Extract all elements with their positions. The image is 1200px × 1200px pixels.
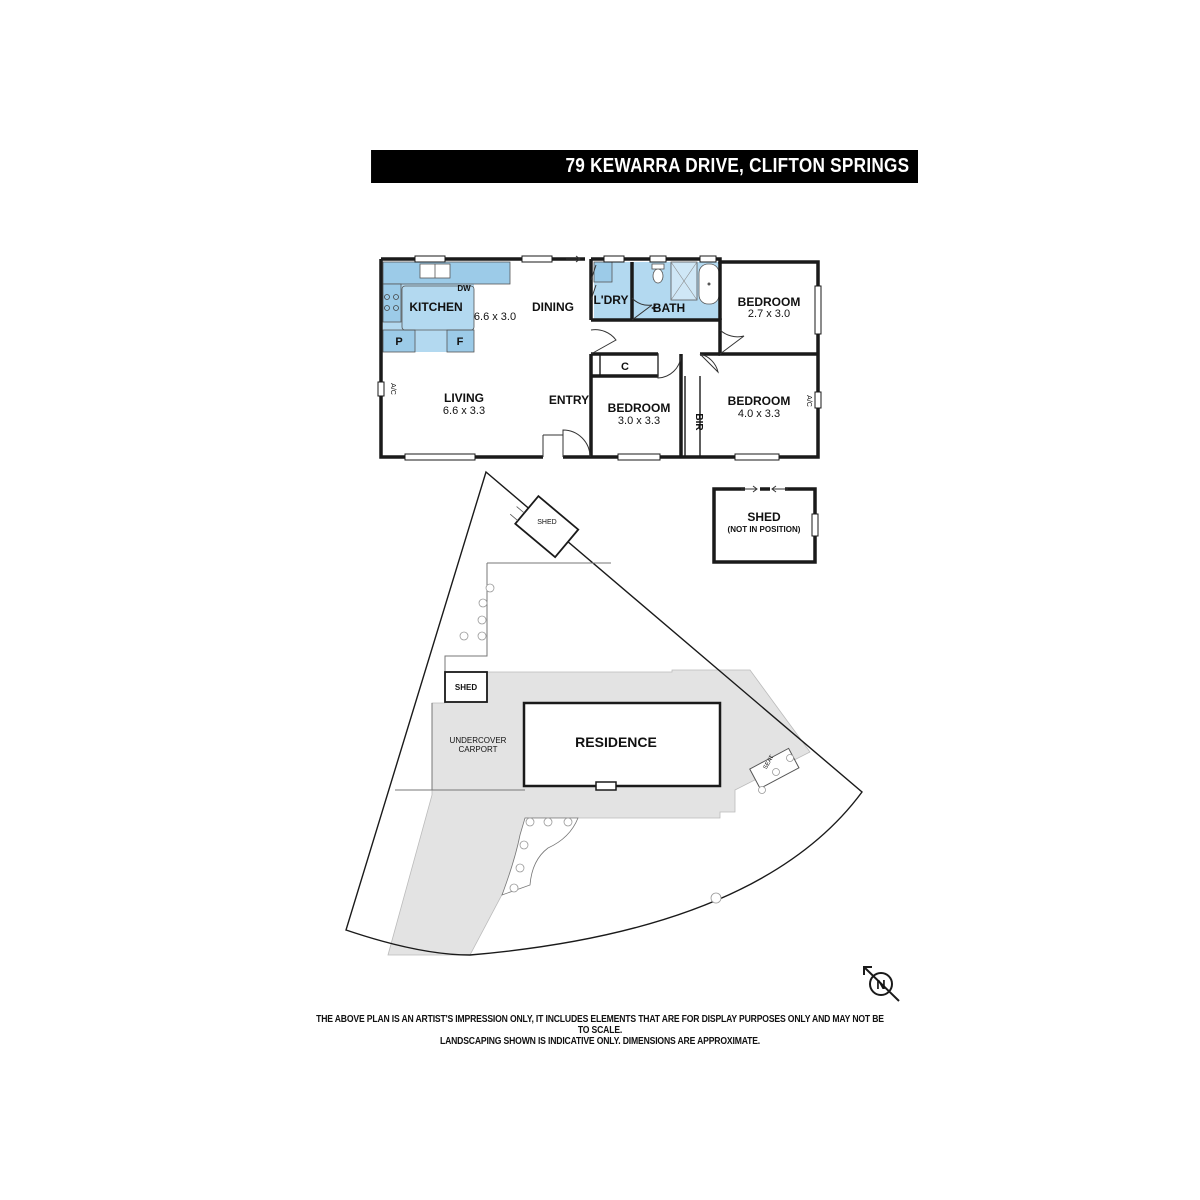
north-compass-icon: N (863, 966, 900, 1002)
bedroom1-label: BEDROOM (738, 295, 801, 309)
living-dims: 6.6 x 3.3 (443, 405, 485, 417)
ac-living-label: A/C (389, 383, 396, 395)
disclaimer: THE ABOVE PLAN IS AN ARTIST'S IMPRESSION… (313, 1014, 887, 1047)
fridge-label: F (457, 336, 464, 348)
residence-footprint (522, 701, 722, 791)
bedroom3-label: BEDROOM (728, 394, 791, 408)
doors (542, 255, 745, 458)
laundry-label: L'DRY (593, 293, 628, 307)
fence-lines (395, 562, 611, 791)
dishwasher-label: DW (457, 284, 471, 293)
detached-shed: SHED (NOT IN POSITION) (712, 485, 819, 564)
ac-bedroom-label: A/C (805, 395, 812, 407)
bedroom2-label: BEDROOM (608, 401, 671, 415)
laundry-area (593, 261, 632, 320)
cupboard-label: C (621, 361, 629, 373)
pantry-label: P (395, 336, 402, 348)
robe-label: BIR (693, 413, 704, 431)
compass-label: N (876, 977, 885, 992)
disclaimer-line-2: LANDSCAPING SHOWN IS INDICATIVE ONLY. DI… (439, 1035, 761, 1047)
windows (377, 255, 822, 461)
address-title: 79 KEWARRA DRIVE, CLIFTON SPRINGS (371, 150, 918, 183)
bath-label: BATH (653, 301, 685, 315)
site-boundary (345, 470, 863, 956)
kitchen-label: KITCHEN (409, 300, 462, 314)
entry-label: ENTRY (549, 393, 589, 407)
bedroom2-dims: 3.0 x 3.3 (618, 415, 660, 427)
garden-bed (501, 817, 579, 896)
disclaimer-line-1: THE ABOVE PLAN IS AN ARTIST'S IMPRESSION… (316, 1013, 884, 1036)
carport-label-1: UNDERCOVER (450, 736, 507, 745)
kitchen-area (382, 261, 511, 353)
bedroom3-dims: 4.0 x 3.3 (738, 408, 780, 420)
top-shed (509, 494, 580, 559)
living-label: LIVING (444, 391, 484, 405)
kitchen-dims: 6.6 x 3.0 (474, 311, 516, 323)
carport-label-2: CARPORT (459, 745, 498, 754)
shed-note: (NOT IN POSITION) (728, 525, 801, 534)
shed-label: SHED (747, 510, 781, 524)
garden-plants (459, 583, 794, 904)
dining-label: DINING (532, 300, 574, 314)
floor-plan: KITCHEN 6.6 x 3.0 DINING LIVING 6.6 x 3.… (377, 255, 822, 461)
residence-label: RESIDENCE (575, 734, 657, 750)
small-shed-label: SHED (455, 683, 477, 692)
bath-area (632, 261, 720, 320)
small-shed (444, 671, 488, 703)
bedroom1-dims: 2.7 x 3.0 (748, 308, 790, 320)
site-plan: RESIDENCE UNDERCOVER CARPORT SHED SHED S… (345, 470, 863, 956)
top-shed-label: SHED (537, 519, 556, 526)
